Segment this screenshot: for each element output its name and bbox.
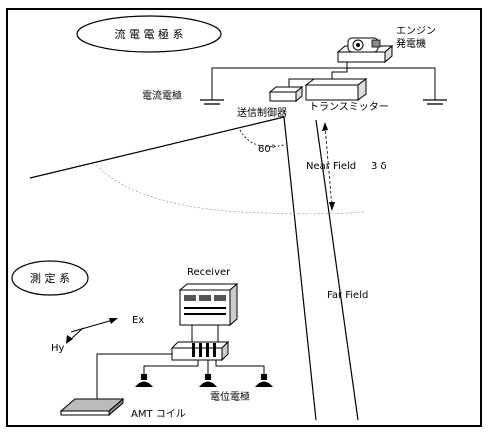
amt-coil-icon [59, 397, 125, 417]
receiver-label: Receiver [187, 267, 231, 278]
wire-generator-transmitter [331, 62, 348, 79]
transmitter-controller-label: 送信制御器 [237, 106, 287, 119]
near-field-dimension-line [324, 125, 333, 208]
ex-axis-label: Ex [132, 315, 144, 326]
ground-symbol-right [423, 99, 447, 105]
wire-controller-transmitter [288, 78, 316, 87]
current-electrode-label: 電流電極 [142, 89, 182, 102]
transmitter-label: トランスミッター [309, 101, 389, 113]
potential-electrode-icon-left [135, 374, 153, 387]
figure-frame [6, 8, 482, 427]
hy-axis-label: Hy [51, 343, 65, 354]
current-electrode-cable [211, 67, 436, 100]
near-field-boundary [95, 164, 366, 215]
ex-axis-arrow [109, 318, 118, 324]
cable-electrode-left [143, 360, 199, 376]
arrowhead-bottom [329, 202, 335, 211]
junction-box-icon [170, 340, 230, 362]
angle-arc [239, 129, 285, 148]
potential-electrode-label: 電位電極 [210, 390, 250, 403]
boundary-line-right [315, 119, 359, 421]
section-label-transmission: 流 電 電 極 系 [115, 27, 184, 41]
transmitter-controller-icon [268, 85, 304, 103]
potential-electrode-icon-right [255, 374, 273, 387]
cable-coil [96, 353, 172, 401]
ground-symbol-left [200, 99, 224, 105]
angle-label: 60° [258, 144, 276, 155]
hy-axis-line [69, 327, 84, 341]
engine-generator-label: エンジン 発電機 [396, 26, 439, 50]
near-field-distance-label: 3 δ [371, 161, 387, 172]
transmitter-icon [304, 78, 368, 101]
section-ellipse-measurement [11, 260, 89, 296]
ex-axis-line [70, 319, 114, 333]
boundary-line-down [283, 116, 317, 421]
near-field-label: Near Field [306, 161, 356, 172]
engine-generator-icon [336, 37, 394, 64]
far-field-label: Far Field [327, 290, 368, 301]
amt-coil-label: AMT コイル [131, 409, 186, 420]
hy-axis-arrow [66, 335, 73, 344]
cable-electrode-right [215, 360, 265, 376]
potential-electrode-icon-middle [199, 374, 217, 387]
arrowhead-top [322, 122, 328, 131]
boundary-line-left [29, 116, 285, 179]
section-ellipse-transmission [76, 15, 222, 53]
section-label-measurement: 測 定 系 [30, 271, 70, 285]
receiver-icon [178, 282, 239, 327]
